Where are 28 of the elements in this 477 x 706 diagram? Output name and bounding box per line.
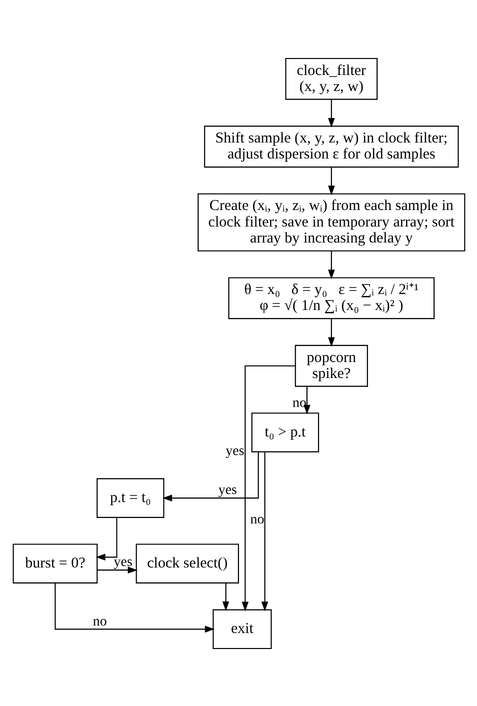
arrow [241, 364, 295, 611]
node-box: t₀ > p.t [250, 412, 319, 452]
arrow [328, 166, 334, 195]
arrow [96, 566, 138, 573]
node-box: Create (xᵢ, yᵢ, zᵢ, wᵢ) from each sample in clock filter; save in temporary array; sort array by increasing delay y [197, 192, 465, 251]
node-box: p.t = t₀ [96, 478, 164, 518]
arrow [95, 516, 117, 560]
arrow [222, 582, 229, 611]
arrow [303, 386, 310, 414]
arrow [328, 250, 334, 279]
arrow [54, 582, 214, 632]
node-box: clock select() [135, 543, 238, 583]
arrow [260, 452, 268, 611]
node-box: clock_filter (x, y, z, w) [284, 57, 378, 100]
node-box: θ = x₀ δ = y₀ ε = ∑ᵢ zᵢ / 2ⁱ⁺¹ φ = √( 1/n ∑ᵢ (x₀ − xᵢ)² ) [228, 276, 434, 319]
node-box: exit [212, 608, 272, 649]
arrow [328, 318, 334, 346]
arrow [328, 99, 334, 128]
node-box: popcorn spike? [294, 344, 368, 386]
edge-label: yes [225, 444, 244, 459]
edge-label: no [292, 396, 306, 411]
edge-label: no [92, 614, 106, 629]
edge-label: no [250, 512, 264, 527]
edge-label: yes [218, 482, 237, 498]
arrow [162, 452, 258, 501]
edge-label: yes [113, 554, 132, 570]
node-box: Shift sample (x, y, z, w) in clock filter; adjust dispersion ε for old samples [204, 125, 458, 168]
node-box: burst = 0? [12, 543, 98, 583]
